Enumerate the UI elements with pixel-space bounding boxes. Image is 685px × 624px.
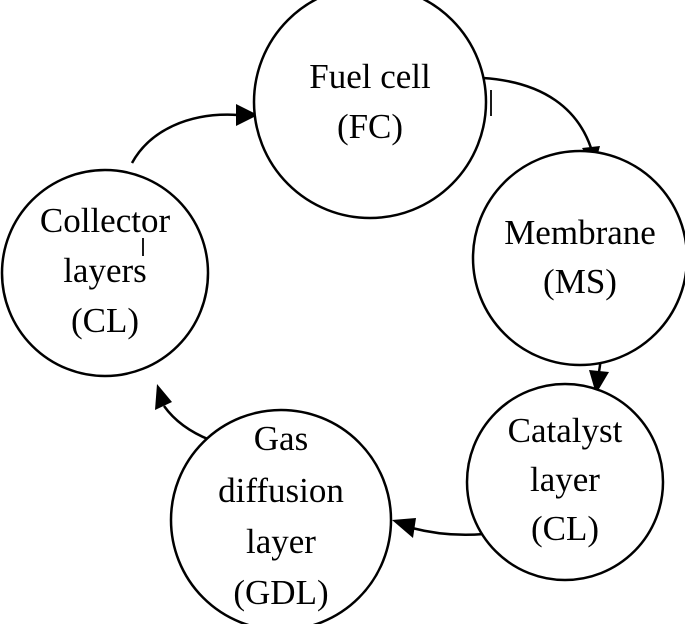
node-circle <box>169 408 393 624</box>
edge-gdl-to-col <box>155 384 211 442</box>
node-circle <box>465 382 665 582</box>
node-label-line: Collector <box>40 201 171 240</box>
node-label-line: layers <box>63 251 147 290</box>
edge-cat-to-gdl <box>392 518 485 538</box>
node-membrane: Membrane (MS) <box>471 149 685 367</box>
node-label-line: Catalyst <box>508 411 623 450</box>
node-label-line: (CL) <box>71 301 139 340</box>
node-label-line: Gas <box>254 419 308 458</box>
node-label-line: (GDL) <box>233 573 328 612</box>
node-label-line: (MS) <box>543 262 617 301</box>
node-label-line: Membrane <box>504 213 656 252</box>
stray-marks <box>142 90 492 256</box>
node-circle <box>0 168 210 378</box>
node-circle <box>471 149 685 367</box>
node-catalyst-layer: Catalyst layer (CL) <box>465 382 665 582</box>
node-label-line: diffusion <box>218 471 344 510</box>
node-label-line: layer <box>530 460 600 499</box>
node-label-line: Fuel cell <box>309 57 431 96</box>
node-circle <box>252 0 488 220</box>
node-label-line: (FC) <box>337 107 403 146</box>
node-fuel-cell: Fuel cell (FC) <box>252 0 488 220</box>
node-label-line: (CL) <box>531 509 599 548</box>
node-collector-layers: Collector layers (CL) <box>0 168 210 378</box>
edge-col-to-fc <box>130 104 258 164</box>
node-gas-diffusion-layer: Gas diffusion layer (GDL) <box>169 408 393 624</box>
node-label-line: layer <box>246 522 316 561</box>
